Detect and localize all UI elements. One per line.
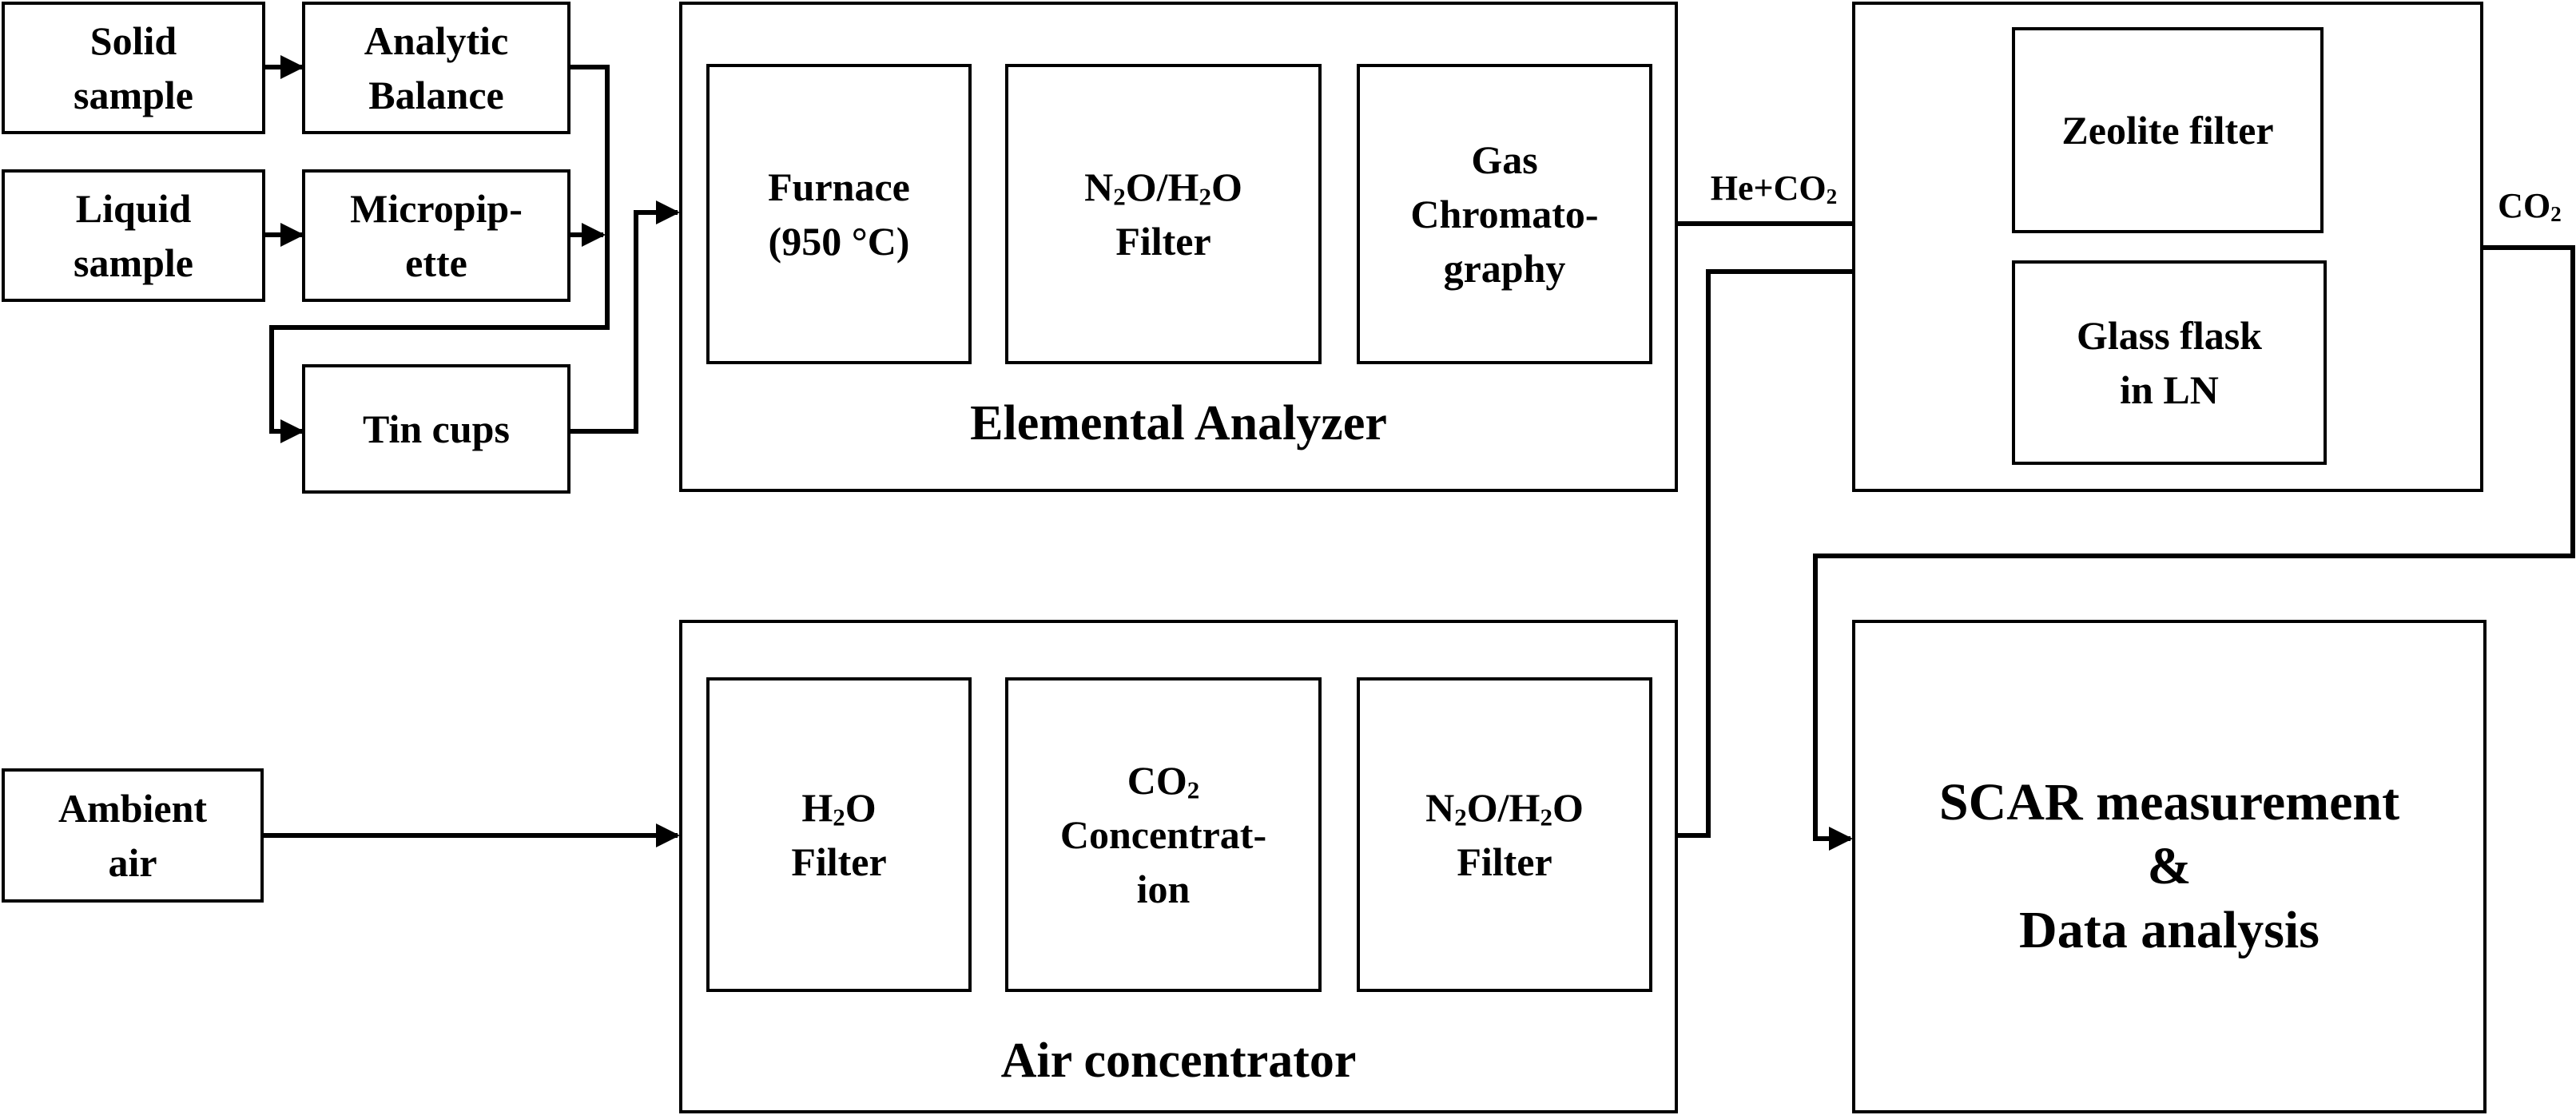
wire-concentrator-to-valve <box>1678 260 1898 838</box>
ea-n2o-h2o-filter-box <box>1005 64 1322 364</box>
tin-cups-label: Tin cups <box>363 407 510 451</box>
air-concentrator-title: Air concentrator <box>1000 1034 1357 1088</box>
h2o-filter-box <box>706 677 972 992</box>
elemental-analyzer-title: Elemental Analyzer <box>970 396 1387 450</box>
solid-sample-label: Solid sample <box>74 18 193 117</box>
ea-n2o-h2o-filter-label: N2O/H2O Filter <box>1084 165 1242 264</box>
ambient-air-box <box>2 768 264 903</box>
micropipette-label: Micropip- ette <box>350 186 523 285</box>
wire-tincups-to-ea <box>570 200 680 434</box>
glass-flask-box <box>2012 260 2327 465</box>
ac-n2o-h2o-filter-box <box>1357 677 1652 992</box>
co2-concentration-label: CO2 Concentrat- ion <box>1059 758 1267 911</box>
gas-chromatography-label: Gas Chromato- graphy <box>1410 137 1599 291</box>
co2-concentration-box <box>1005 677 1322 992</box>
analytic-balance-box <box>302 2 570 134</box>
co2-flow-label: CO2 <box>2498 186 2562 226</box>
liquid-sample-label: Liquid sample <box>74 186 193 285</box>
furnace-label: Furnace (950 °C) <box>768 165 910 264</box>
gas-chromatography-box <box>1357 64 1652 364</box>
zeolite-filter-label: Zeolite filter <box>2061 108 2274 153</box>
wire-valve-to-scar <box>1813 245 2575 851</box>
solid-sample-box <box>2 2 265 134</box>
wire-balance-to-tincups <box>269 65 610 443</box>
glass-flask-label: Glass flask in LN <box>2076 313 2262 412</box>
h2o-filter-label: H2O Filter <box>791 785 887 884</box>
micropipette-box <box>302 169 570 302</box>
scar-box <box>1852 620 2487 1113</box>
he-co2-flow-label: He+CO2 <box>1710 169 1838 208</box>
scar-label: SCAR measurement & Data analysis <box>1938 773 2400 959</box>
furnace-box <box>706 64 972 364</box>
tin-cups-box <box>302 364 570 494</box>
zeolite-filter-box <box>2012 27 2324 233</box>
liquid-sample-box <box>2 169 265 302</box>
ac-n2o-h2o-filter-label: N2O/H2O Filter <box>1425 785 1584 884</box>
analytic-balance-label: Analytic Balance <box>364 18 509 117</box>
ambient-air-label: Ambient air <box>58 786 208 885</box>
